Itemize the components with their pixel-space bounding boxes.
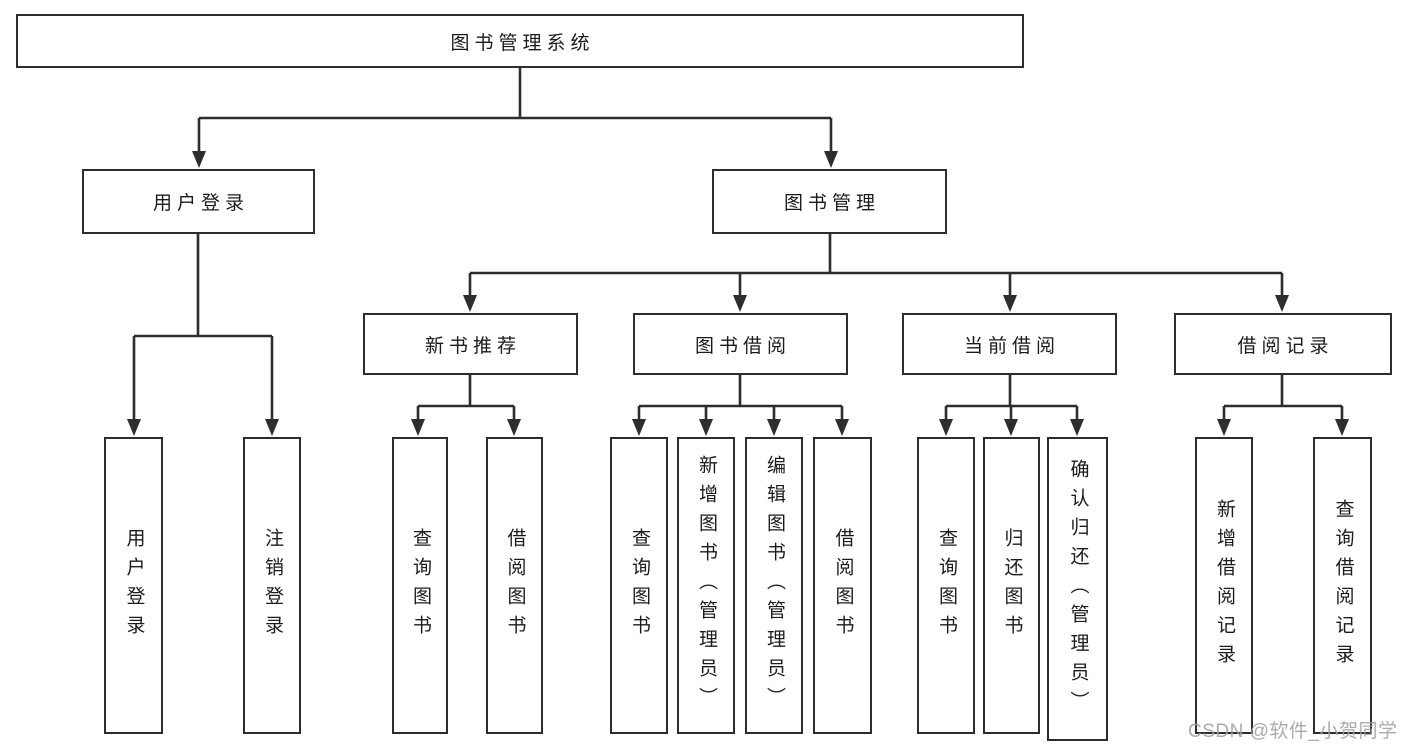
arrowhead-icon bbox=[463, 295, 477, 312]
arrowhead-icon bbox=[835, 419, 849, 436]
leaf-query-books-3: 查询图书 bbox=[917, 437, 975, 734]
node-new-book-recommend: 新书推荐 bbox=[363, 313, 578, 375]
arrowhead-icon bbox=[767, 419, 781, 436]
arrowhead-icon bbox=[411, 419, 425, 436]
connector-user-login-branch bbox=[132, 234, 274, 421]
node-label: 新增图书（管理员） bbox=[695, 455, 717, 716]
leaf-logout: 注销登录 bbox=[243, 437, 301, 734]
node-label: 注销登录 bbox=[261, 527, 283, 644]
arrowhead-icon bbox=[699, 419, 713, 436]
node-label: 查询图书 bbox=[628, 527, 650, 644]
node-user-login: 用户登录 bbox=[82, 169, 315, 234]
leaf-return-books: 归还图书 bbox=[983, 437, 1040, 734]
node-label: 借阅图书 bbox=[504, 527, 526, 644]
node-label: 图书借阅 bbox=[694, 335, 791, 357]
connector-book-management-to-level2 bbox=[468, 234, 1284, 297]
leaf-user-login: 用户登录 bbox=[104, 437, 163, 734]
node-book-management-system: 图书管理系统 bbox=[16, 14, 1024, 68]
arrowheads bbox=[127, 151, 1349, 436]
arrowhead-icon bbox=[507, 419, 521, 436]
connector-new-book-recommend-branch bbox=[416, 375, 516, 421]
arrowhead-icon bbox=[1275, 295, 1289, 312]
leaf-query-books-1: 查询图书 bbox=[392, 437, 448, 734]
watermark: CSDN @软件_小贺同学 bbox=[1188, 721, 1398, 742]
arrowhead-icon bbox=[824, 151, 838, 168]
node-label: 查询借阅记录 bbox=[1332, 498, 1354, 673]
node-borrowing-records: 借阅记录 bbox=[1174, 313, 1392, 375]
arrowhead-icon bbox=[733, 295, 747, 312]
node-label: 图书管理 bbox=[783, 193, 880, 214]
node-label: 归还图书 bbox=[1001, 527, 1023, 644]
connector-current-borrowing-branch bbox=[944, 375, 1079, 421]
node-label: 查询图书 bbox=[935, 527, 957, 644]
node-current-borrowing: 当前借阅 bbox=[902, 313, 1117, 375]
leaf-confirm-return-admin: 确认归还（管理员） bbox=[1047, 437, 1108, 741]
node-book-management: 图书管理 bbox=[712, 169, 947, 234]
arrowhead-icon bbox=[1217, 419, 1231, 436]
node-label: 用户登录 bbox=[152, 193, 249, 214]
node-label: 借阅图书 bbox=[832, 527, 854, 644]
node-label: 当前借阅 bbox=[963, 335, 1060, 357]
node-label: 用户登录 bbox=[123, 527, 145, 644]
arrowhead-icon bbox=[1003, 295, 1017, 312]
connector-borrowing-records-branch bbox=[1222, 375, 1344, 421]
leaf-borrow-books-2: 借阅图书 bbox=[813, 437, 872, 734]
node-book-borrowing: 图书借阅 bbox=[633, 313, 848, 375]
arrowhead-icon bbox=[1335, 419, 1349, 436]
leaf-add-borrow-record: 新增借阅记录 bbox=[1195, 437, 1253, 734]
leaf-query-books-2: 查询图书 bbox=[610, 437, 668, 734]
node-label: 借阅记录 bbox=[1237, 335, 1334, 357]
node-label: 确认归还（管理员） bbox=[1067, 458, 1089, 720]
leaf-add-books-admin: 新增图书（管理员） bbox=[677, 437, 735, 734]
arrowhead-icon bbox=[265, 419, 279, 436]
arrowhead-icon bbox=[632, 419, 646, 436]
arrowhead-icon bbox=[1070, 419, 1084, 436]
leaf-edit-books-admin: 编辑图书（管理员） bbox=[745, 437, 803, 734]
node-label: 编辑图书（管理员） bbox=[763, 455, 785, 716]
arrowhead-icon bbox=[192, 151, 206, 168]
leaf-borrow-books-1: 借阅图书 bbox=[486, 437, 543, 734]
connector-root-to-level1 bbox=[197, 68, 833, 153]
leaf-query-borrow-record: 查询借阅记录 bbox=[1313, 437, 1372, 734]
arrowhead-icon bbox=[939, 419, 953, 436]
arrowhead-icon bbox=[1004, 419, 1018, 436]
node-label: 查询图书 bbox=[409, 527, 431, 644]
connector-book-borrowing-branch bbox=[637, 375, 844, 421]
node-label: 新增借阅记录 bbox=[1213, 498, 1235, 673]
arrowhead-icon bbox=[127, 419, 141, 436]
node-label: 图书管理系统 bbox=[450, 32, 595, 54]
node-label: 新书推荐 bbox=[424, 335, 521, 357]
